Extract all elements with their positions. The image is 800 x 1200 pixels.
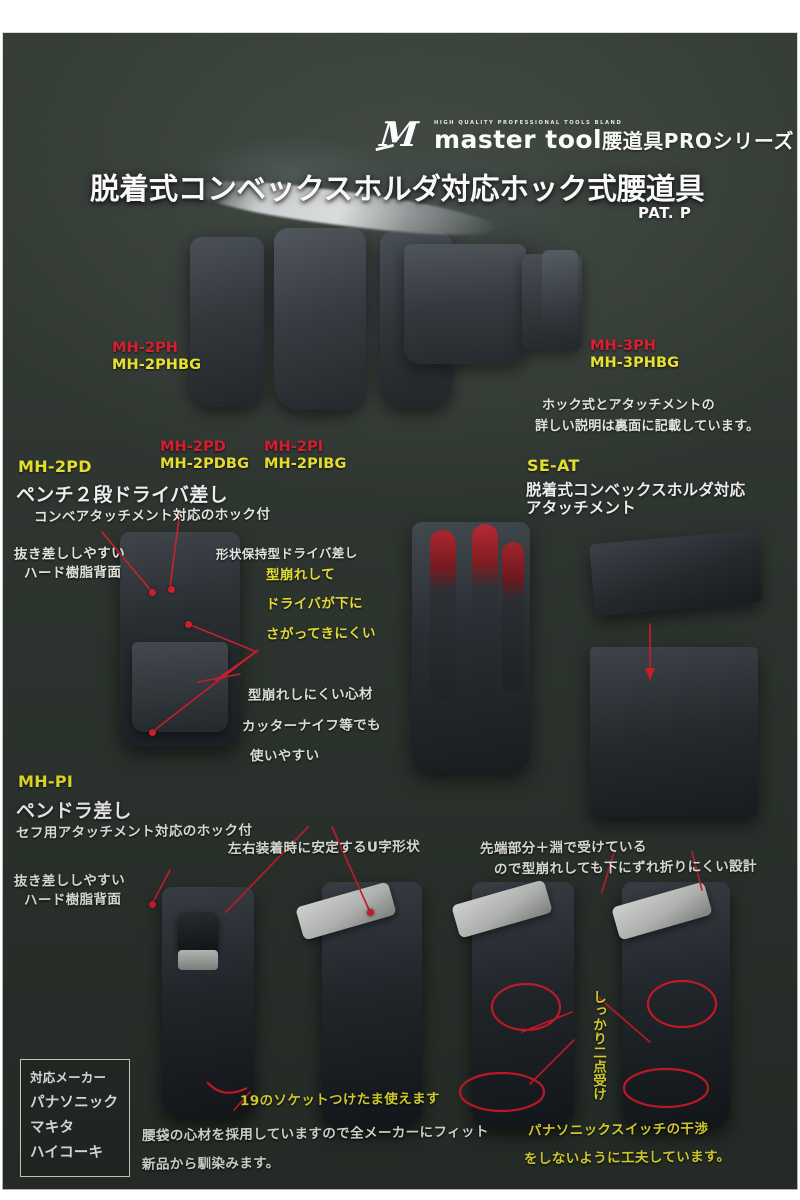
annotation-mhpi-switch-line2: をしないように工夫しています。 [523, 1148, 731, 1168]
annotation-mhpi-tip-line1: 先端部分＋淵で受けている [479, 838, 647, 858]
series-label: 腰道具PROシリーズ [602, 129, 795, 153]
callout-dot-4 [149, 729, 156, 736]
logo-m-mark: M [375, 115, 428, 155]
callout-dot-5 [149, 901, 156, 908]
annotation-mhpi-two-point: しっかり二点受け [590, 990, 606, 1102]
section-title-seat-line1: 脱着式コンベックスホルダ対応 [526, 481, 746, 499]
annotation-mh2pd-shape: 形状保持型ドライバ差し [215, 545, 358, 562]
back-side-note-line1: ホック式とアタッチメントの [542, 398, 715, 413]
annotation-mh2pd-core-line1: 型崩れしにくい心材 [247, 686, 373, 704]
annotation-mh2pd-keep-line3: さがってきにくい [265, 625, 376, 643]
brand-logo: M HIGH QUALITY PROFESSIONAL TOOLS BLAND … [375, 115, 623, 155]
catalog-panel: M HIGH QUALITY PROFESSIONAL TOOLS BLAND … [2, 32, 798, 1190]
annotation-mh2pd-keep-line2: ドライバが下に [265, 595, 364, 613]
callout-dot-1 [168, 586, 175, 593]
section-code-seat: SE-AT [527, 456, 580, 475]
annotation-mh2pd-keep-line1: 型崩れして [265, 566, 336, 584]
maker-item-hikoki: ハイコーキ [30, 1145, 104, 1161]
page-title: 脱着式コンベックスホルダ対応ホック式腰道具 [90, 172, 705, 206]
section-code-mhpi: MH-PI [18, 772, 74, 791]
maker-item-panasonic: パナソニック [30, 1095, 119, 1111]
callout-leader-lines [101, 509, 718, 1113]
callout-dot-6 [367, 909, 374, 916]
annotation-mh2pd-core-line3: 使いやすい [249, 747, 320, 765]
annotation-mh2pd-core-line2: カッターナイフ等でも [241, 717, 382, 735]
code-label-mh3ph: MH-3PH MH-3PHBG [590, 338, 680, 371]
callout-dot-2 [149, 589, 156, 596]
compatible-maker-box: 対応メーカー パナソニック マキタ ハイコーキ [20, 1059, 130, 1177]
logo-brand-name: master tool [434, 125, 603, 154]
annotation-mhpi-back-line2: ハード樹脂背面 [23, 891, 122, 909]
section-title-seat-line2: アタッチメント [526, 499, 636, 517]
annotation-mh2pd-hook: コンベアタッチメント対応のホック付 [33, 506, 271, 526]
code-label-mh2pi: MH-2PI MH-2PIBG [264, 439, 347, 472]
annotation-mhpi-hook: セフ用アタッチメント対応のホック付 [15, 822, 253, 842]
code-label-mh2pd: MH-2PD MH-2PDBG [160, 439, 250, 472]
back-side-note-line2: 詳しい説明は裏面に記載しています。 [535, 419, 760, 434]
section-code-mh2pd: MH-2PD [18, 457, 92, 476]
section-title-mh2pd: ペンチ２段ドライバ差し [16, 484, 228, 506]
maker-item-makita: マキタ [30, 1120, 75, 1136]
annotation-mhpi-fit-line1: 腰袋の心材を採用していますので全メーカーにフィット [141, 1123, 489, 1145]
patent-label: PAT. P [638, 204, 692, 222]
code-label-mh2ph: MH-2PH MH-2PHBG [112, 340, 202, 373]
annotation-mh2pd-back-line2: ハード樹脂背面 [23, 564, 122, 582]
section-title-mhpi: ペンドラ差し [16, 800, 132, 822]
annotation-mhpi-back-line1: 抜き差ししやすい [13, 872, 126, 890]
annotation-mh2pd-back-line1: 抜き差ししやすい [13, 545, 126, 563]
annotation-mhpi-tip-line2: ので型崩れしても下にずれ折りにくい設計 [493, 858, 757, 878]
callout-dot-3 [185, 621, 192, 628]
annotation-mhpi-switch-line1: パナソニックスイッチの干渉 [527, 1120, 709, 1140]
maker-box-heading: 対応メーカー [30, 1070, 107, 1085]
annotation-mhpi-ushape: 左右装着時に安定するU字形状 [227, 838, 421, 858]
logo-tagline: HIGH QUALITY PROFESSIONAL TOOLS BLAND [434, 120, 623, 126]
annotation-mhpi-fit-line2: 新品から馴染みます。 [141, 1155, 280, 1173]
annotation-mhpi-socket: 19のソケットつけたま使えます [239, 1090, 440, 1110]
